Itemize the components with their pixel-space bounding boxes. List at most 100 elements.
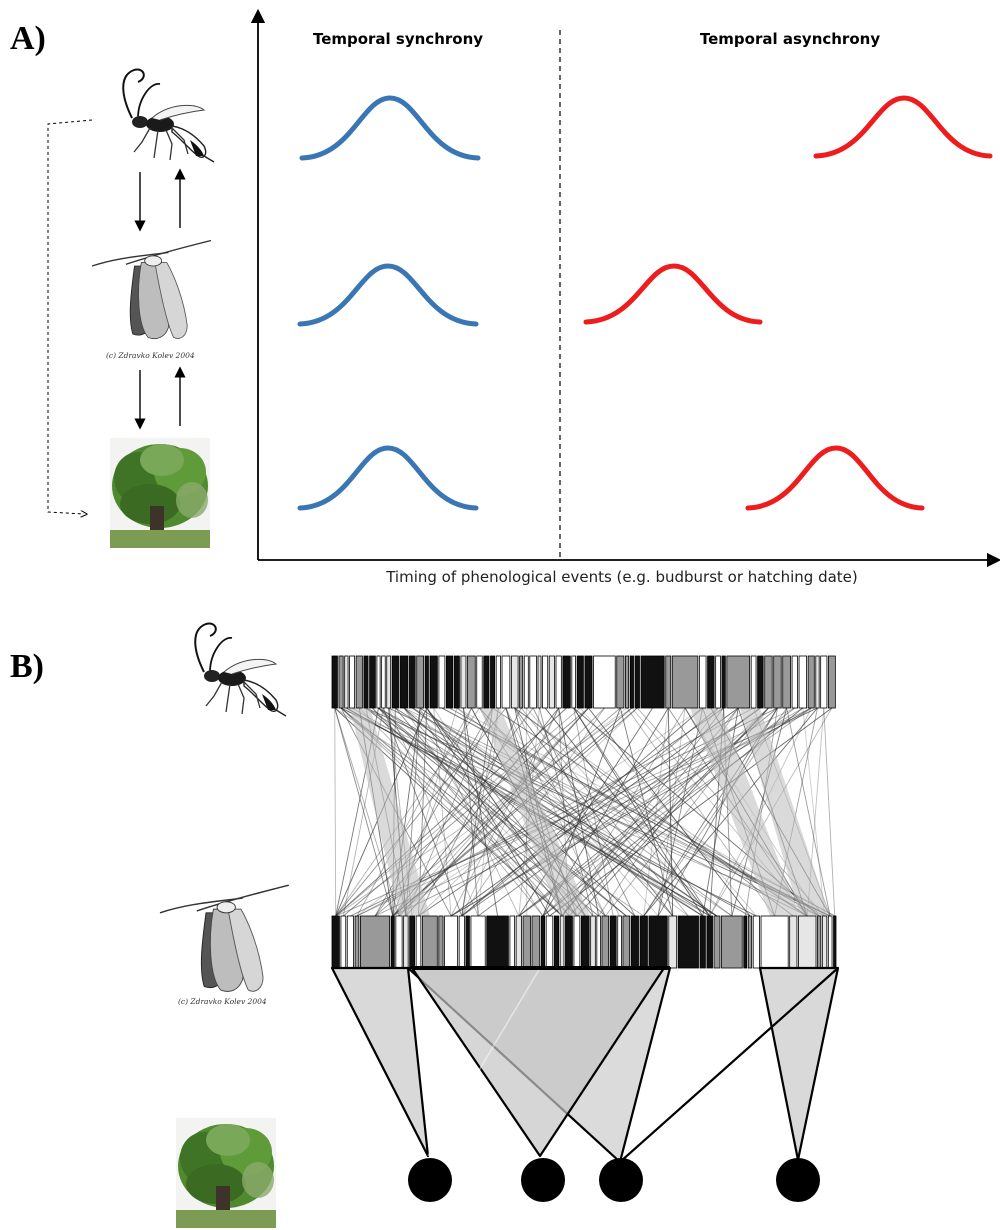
interaction-link: [356, 707, 754, 917]
interaction-band: [740, 708, 830, 916]
interaction-link: [392, 707, 633, 917]
interaction-link: [388, 707, 808, 917]
interaction-link: [388, 707, 479, 917]
interaction-link: [667, 707, 674, 917]
species-segment: [616, 655, 625, 709]
parasitoid-species-bar: [331, 655, 836, 709]
species-segment: [555, 655, 562, 709]
asynchrony-curve-herbivore: [583, 263, 763, 325]
interaction-link: [334, 707, 337, 917]
species-segment: [699, 915, 706, 969]
species-segment: [523, 655, 529, 709]
species-segment: [617, 915, 622, 969]
interaction-link: [604, 707, 769, 917]
interaction-link: [568, 707, 769, 917]
species-segment: [782, 655, 791, 709]
interaction-link: [392, 707, 818, 917]
species-segment: [807, 655, 815, 709]
interaction-link: [539, 707, 594, 917]
species-segment: [421, 915, 438, 969]
species-segment: [590, 915, 596, 969]
interaction-link: [392, 707, 589, 917]
interaction-link: [561, 707, 725, 917]
species-segment: [531, 915, 541, 969]
interaction-band: [480, 708, 590, 916]
species-segment: [349, 655, 356, 709]
species-segment: [760, 915, 789, 969]
species-segment: [828, 655, 836, 709]
species-segment: [415, 915, 422, 969]
species-segment: [509, 915, 516, 969]
species-segment: [757, 655, 764, 709]
species-segment: [340, 915, 347, 969]
species-segment: [399, 655, 409, 709]
species-segment: [798, 915, 817, 969]
interaction-link: [335, 707, 567, 917]
interaction-link: [340, 707, 578, 917]
phenology-axes: [250, 8, 1000, 568]
x-axis-label: Timing of phenological events (e.g. budb…: [385, 568, 858, 586]
species-segment: [698, 655, 707, 709]
parasitoid-wasp-icon: [122, 68, 215, 163]
species-segment: [409, 655, 416, 709]
species-segment: [573, 915, 581, 969]
species-segment: [391, 655, 399, 709]
panel-a-label: A): [10, 20, 46, 57]
species-segment: [625, 655, 630, 709]
interaction-link: [419, 707, 718, 917]
interaction-link: [657, 707, 686, 917]
species-segment: [460, 655, 467, 709]
species-segment: [639, 915, 648, 969]
interaction-link: [461, 707, 719, 917]
trophic-arrows: [47, 119, 186, 514]
herbivore-moth-icon-b: [159, 884, 290, 993]
plant-node: [408, 1158, 452, 1202]
interaction-link: [709, 707, 812, 917]
interaction-link: [561, 707, 719, 917]
interaction-link: [558, 707, 600, 917]
interaction-link: [544, 707, 711, 917]
interaction-link: [450, 707, 560, 917]
species-segment: [545, 915, 554, 969]
species-segment: [648, 915, 668, 969]
species-segment: [750, 655, 757, 709]
species-segment: [789, 915, 798, 969]
interaction-link: [340, 707, 820, 917]
species-segment: [338, 655, 344, 709]
herbivore-moth-icon: [91, 239, 212, 340]
species-segment: [537, 655, 542, 709]
species-segment: [707, 655, 715, 709]
interaction-link: [334, 707, 400, 917]
interaction-link: [374, 707, 812, 917]
species-segment: [519, 655, 524, 709]
species-segment: [381, 655, 386, 709]
interaction-link: [372, 707, 544, 917]
species-segment: [458, 915, 465, 969]
species-segment: [416, 655, 424, 709]
species-segment: [510, 655, 519, 709]
species-segment: [798, 655, 808, 709]
asynchrony-curve-plant: [745, 445, 925, 511]
species-segment: [376, 655, 381, 709]
species-segment: [576, 655, 584, 709]
species-segment: [752, 915, 760, 969]
interaction-band: [350, 708, 430, 916]
interaction-link: [461, 707, 560, 917]
species-segment: [562, 655, 571, 709]
species-segment: [715, 655, 721, 709]
species-segment: [465, 915, 470, 969]
interaction-band: [690, 708, 800, 916]
species-segment: [601, 915, 610, 969]
interaction-link: [463, 707, 499, 917]
interaction-link: [403, 707, 703, 917]
interaction-link: [744, 707, 778, 917]
species-segment: [565, 915, 573, 969]
species-segment: [548, 655, 555, 709]
species-segment: [773, 655, 782, 709]
interaction-link: [463, 707, 479, 917]
species-segment: [409, 915, 416, 969]
species-segment: [713, 915, 721, 969]
species-segment: [486, 915, 509, 969]
plant-herbivore-links: [330, 966, 840, 1164]
species-segment: [470, 915, 486, 969]
